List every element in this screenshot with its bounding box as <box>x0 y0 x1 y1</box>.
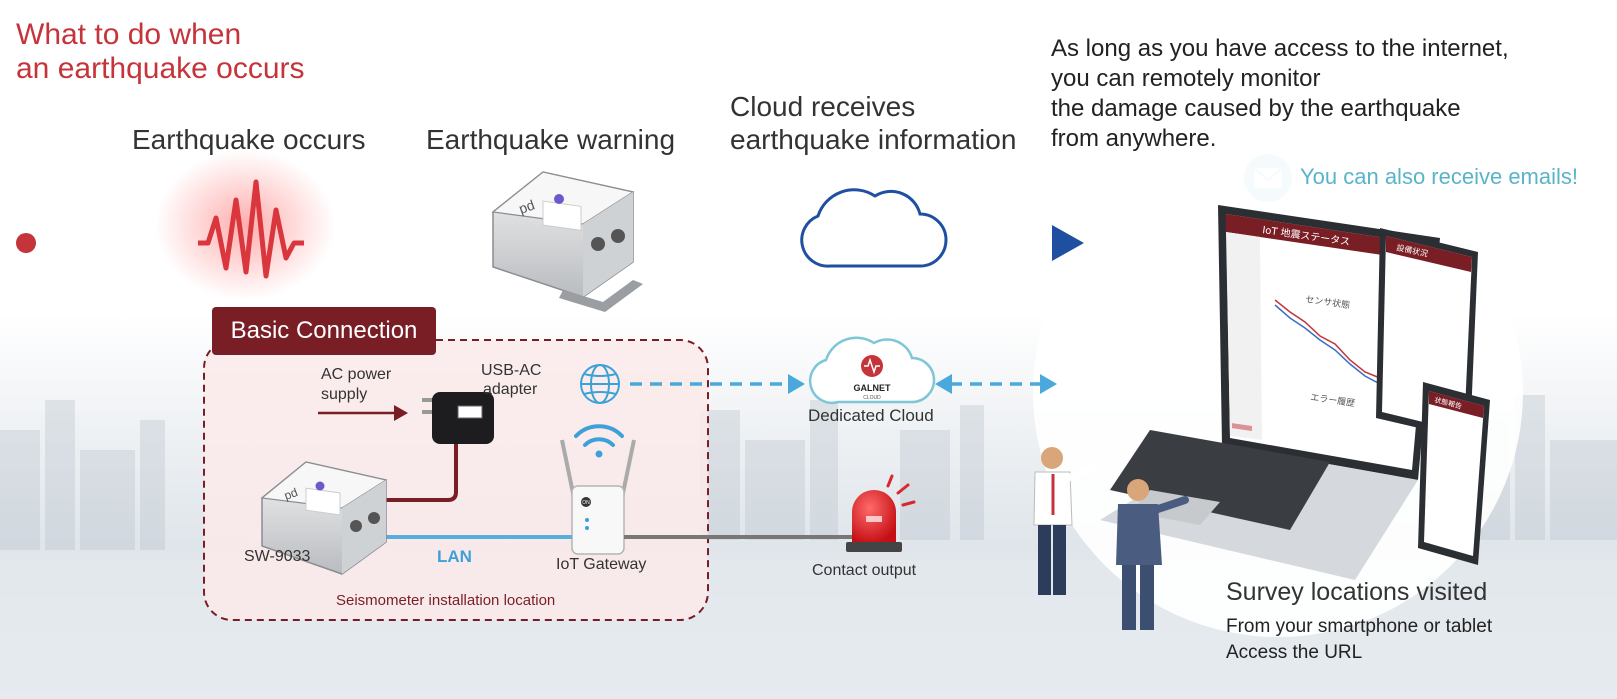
internet-line3: the damage caused by the earthquake <box>1051 95 1461 122</box>
cloud-icon <box>800 188 948 268</box>
screen-chart-line-blue <box>1274 304 1381 385</box>
lan-label: LAN <box>437 547 472 566</box>
device-logo-bottom: pd <box>282 485 299 503</box>
step-cloud-line1: Cloud receives <box>730 91 916 122</box>
siren-icon <box>846 474 916 552</box>
sensor-device-top: pd <box>491 171 643 312</box>
survey-line2: Access the URL <box>1226 642 1363 663</box>
person-standing <box>1033 447 1102 595</box>
usb-ac-adapter <box>422 392 494 444</box>
ac-power-label-line1: AC power <box>321 366 392 383</box>
smartphone: 状態報告 <box>1418 382 1490 565</box>
seismic-wave-icon <box>198 179 304 279</box>
ac-power-label-line2: supply <box>321 386 368 403</box>
usb-ac-label-line1: USB-AC <box>481 362 542 379</box>
gateway-on-button: ON <box>582 500 590 506</box>
iot-gateway: ON <box>560 439 636 555</box>
wifi-icon <box>574 424 624 458</box>
step-earthquake-occurs: Earthquake occurs <box>132 124 366 155</box>
step-earthquake-warning: Earthquake warning <box>426 124 676 155</box>
survey-title: Survey locations visited <box>1226 578 1488 606</box>
timeline-start-dot <box>16 233 36 253</box>
tablet: 設備状況 <box>1376 228 1478 440</box>
arrow-right-icon <box>1052 225 1084 261</box>
gateway-label: IoT Gateway <box>556 556 647 573</box>
device-logo: pd <box>517 196 537 216</box>
internet-line2: you can remotely monitor <box>1051 65 1321 92</box>
internet-line1: As long as you have access to the intern… <box>1051 35 1509 62</box>
usb-ac-label-line2: adapter <box>483 381 538 398</box>
email-note: You can also receive emails! <box>1300 164 1579 189</box>
sensor-label: SW-9033 <box>244 548 311 565</box>
contact-output-label: Contact output <box>812 562 917 579</box>
quake-glow <box>155 150 335 300</box>
diagram-title-line2: an earthquake occurs <box>16 52 305 85</box>
sensor-device-bottom: pd <box>260 461 388 575</box>
internet-line4: from anywhere. <box>1051 125 1217 152</box>
person-pointing <box>1116 479 1189 630</box>
basic-connection-badge: Basic Connection <box>212 307 436 355</box>
globe-icon <box>580 364 620 404</box>
galnet-brand-sub: CLOUD <box>863 395 881 401</box>
installation-location-label: Seismometer installation location <box>336 592 556 609</box>
dedicated-cloud-label: Dedicated Cloud <box>808 406 934 425</box>
survey-line1: From your smartphone or tablet <box>1226 616 1493 637</box>
diagram-title-line1: What to do when <box>16 18 242 51</box>
power-cable <box>368 444 458 502</box>
galnet-brand: GALNET <box>854 383 892 393</box>
step-cloud-line2: earthquake information <box>730 124 1017 155</box>
screen-chart-line-red <box>1274 299 1381 379</box>
